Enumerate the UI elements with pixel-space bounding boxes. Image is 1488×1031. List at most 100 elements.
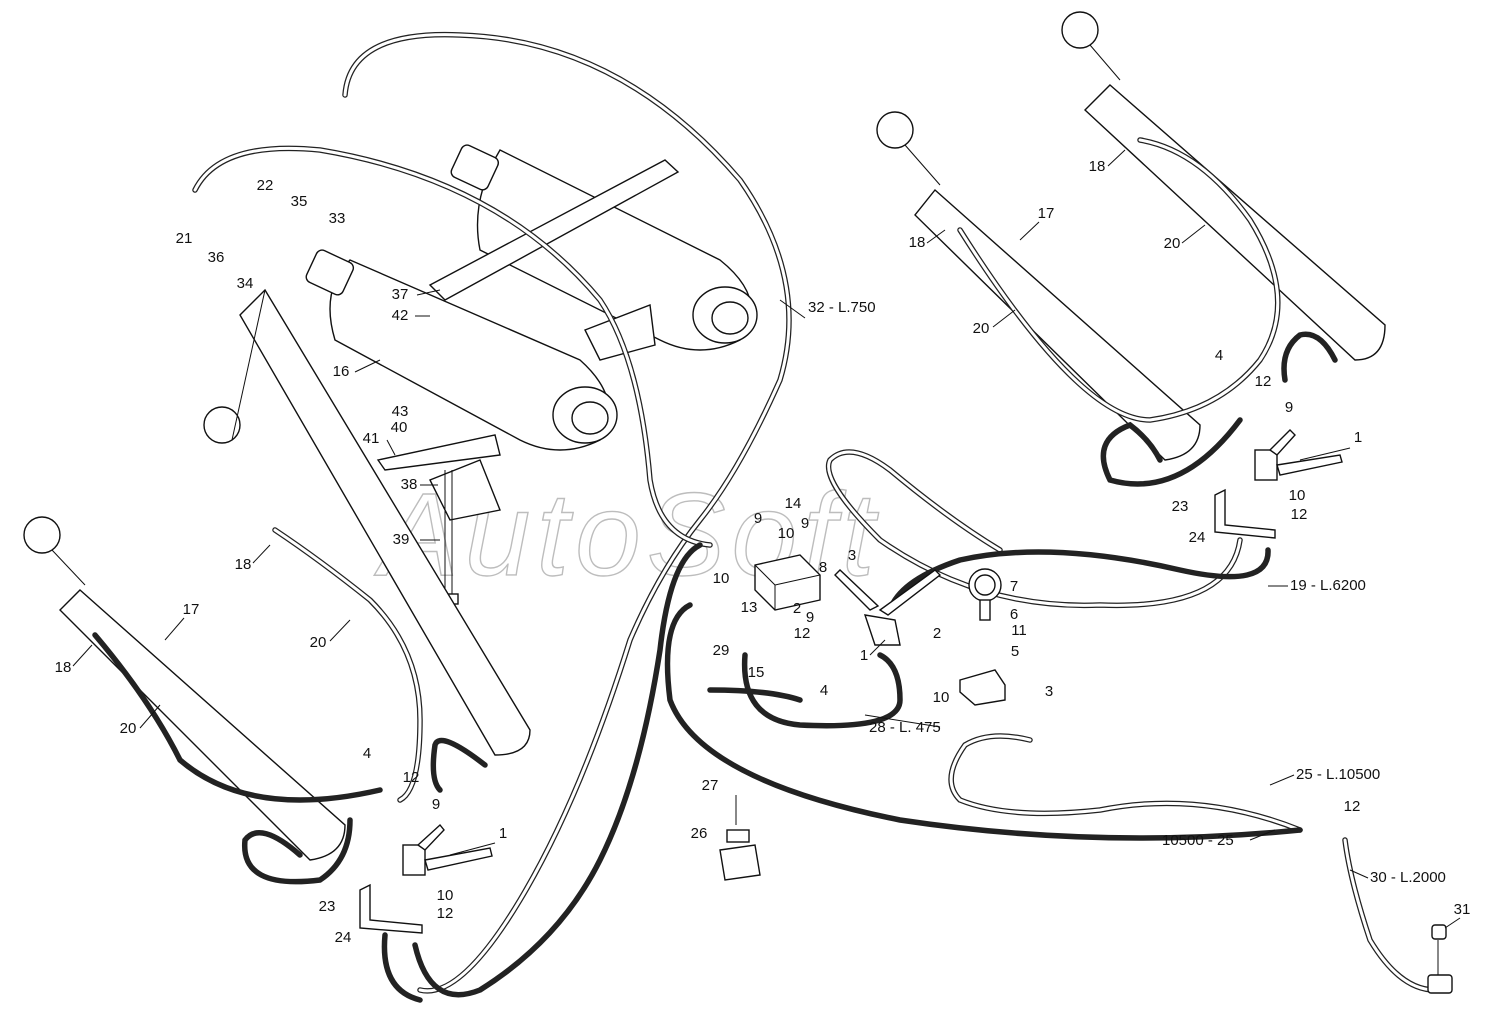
tank-mounting-bracket	[376, 159, 680, 605]
part-callout-12: 12	[1255, 373, 1272, 390]
part-callout-10: 10	[713, 570, 730, 587]
part-callout-9: 9	[754, 510, 762, 527]
mounting-bracket-left	[359, 883, 423, 934]
part-callout-6: 6	[1010, 606, 1018, 623]
part-callout-24: 24	[1189, 529, 1206, 546]
hose-length-callout: 28 - L. 475	[869, 719, 941, 736]
part-callout-7: 7	[1010, 578, 1018, 595]
part-callout-21: 21	[176, 230, 193, 247]
part-callout-17: 17	[1038, 205, 1055, 222]
hose-length-value: L. 475	[899, 719, 941, 736]
part-callout-31: 31	[1454, 901, 1471, 918]
part-callout-40: 40	[391, 419, 408, 436]
part-callout-18: 18	[235, 556, 252, 573]
hose-part-number: 19 -	[1290, 577, 1320, 594]
part-callout-12: 12	[437, 905, 454, 922]
part-callout-12: 12	[794, 625, 811, 642]
part-callout-35: 35	[291, 193, 308, 210]
part-callout-23: 23	[1172, 498, 1189, 515]
part-callout-20: 20	[310, 634, 327, 651]
part-callout-34: 34	[237, 275, 254, 292]
part-callout-36: 36	[208, 249, 225, 266]
part-callout-5: 5	[1011, 643, 1019, 660]
part-callout-39: 39	[393, 531, 410, 548]
part-callout-33: 33	[329, 210, 346, 227]
part-callout-13: 13	[741, 599, 758, 616]
hose-length-callout: 10500 - 25	[1162, 832, 1234, 849]
part-callout-11: 11	[1011, 622, 1027, 639]
hose-part-number: 28 -	[869, 719, 899, 736]
part-callout-3: 3	[848, 547, 856, 564]
part-callout-18: 18	[1089, 158, 1106, 175]
part-callout-4: 4	[820, 682, 828, 699]
part-callout-2: 2	[793, 600, 801, 617]
part-callout-4: 4	[1215, 347, 1223, 364]
hydraulic-cylinder-top-right	[1061, 11, 1386, 361]
part-callout-29: 29	[713, 642, 730, 659]
part-callout-26: 26	[691, 825, 708, 842]
mounting-bracket-right	[1214, 488, 1276, 539]
hose-part-number: - 25	[1204, 832, 1234, 849]
hose-part-number: 32 -	[808, 299, 838, 316]
leader-lines	[72, 149, 1461, 929]
hose-length-value: L.2000	[1400, 869, 1446, 886]
hose-length-callout: 30 - L.2000	[1370, 869, 1446, 886]
ball-valve-central	[834, 569, 942, 646]
part-callout-18: 18	[55, 659, 72, 676]
hose-length-callout: 25 - L.10500	[1296, 766, 1380, 783]
part-callout-3: 3	[1045, 683, 1053, 700]
part-callout-12: 12	[403, 769, 420, 786]
part-callout-10: 10	[1289, 487, 1306, 504]
hydraulic-cylinder-top-middle	[876, 111, 1201, 461]
accumulator-tank-front	[305, 249, 618, 451]
part-callout-10: 10	[933, 689, 950, 706]
accumulator-tank-rear	[450, 144, 758, 351]
hose-clamp	[719, 795, 761, 881]
part-callout-4: 4	[363, 745, 371, 762]
hose-length-labels: 32 - L.750 19 - L.6200 28 - L. 475 25 - L.1…	[808, 299, 1446, 886]
part-callout-20: 20	[973, 320, 990, 337]
hose-length-callout: 32 - L.750	[808, 299, 876, 316]
part-callout-2: 2	[933, 625, 941, 642]
pressure-gauge	[968, 568, 1002, 621]
central-valve-block	[754, 554, 821, 611]
hose-length-value: L.6200	[1320, 577, 1366, 594]
hose-length-value: L.10500	[1326, 766, 1380, 783]
part-callout-9: 9	[801, 515, 809, 532]
ball-valve-left	[402, 823, 493, 876]
part-callout-38: 38	[401, 476, 418, 493]
part-callout-9: 9	[432, 796, 440, 813]
part-callout-17: 17	[183, 601, 200, 618]
part-callout-24: 24	[335, 929, 352, 946]
part-callout-37: 37	[392, 286, 409, 303]
hose-length-callout: 19 - L.6200	[1290, 577, 1366, 594]
part-callout-20: 20	[120, 720, 137, 737]
part-callout-1: 1	[499, 825, 507, 842]
part-callout-27: 27	[702, 777, 719, 794]
part-callout-15: 15	[748, 664, 765, 681]
hose-length-value: 10500	[1162, 832, 1204, 849]
hose-lines	[92, 31, 1438, 1003]
part-callout-9: 9	[1285, 399, 1293, 416]
hose-part-number: 25 -	[1296, 766, 1326, 783]
part-callout-18: 18	[909, 234, 926, 251]
part-callout-41: 41	[363, 430, 380, 447]
part-callout-10: 10	[437, 887, 454, 904]
part-callout-12: 12	[1291, 506, 1308, 523]
part-callout-9: 9	[806, 609, 814, 626]
part-callout-14: 14	[785, 495, 802, 512]
hydraulic-cylinder-left-front	[23, 516, 346, 861]
part-callout-43: 43	[392, 403, 409, 420]
hose-length-value: L.750	[838, 299, 876, 316]
distribution-valve-block	[959, 669, 1006, 706]
part-callout-22: 22	[257, 177, 274, 194]
part-callout-23: 23	[319, 898, 336, 915]
quick-coupling	[1427, 924, 1453, 994]
part-callout-12: 12	[1344, 798, 1361, 815]
hydraulic-cylinder-left-back	[203, 288, 531, 756]
ball-valve-right	[1254, 429, 1343, 481]
part-callout-8: 8	[819, 559, 827, 576]
part-callout-20: 20	[1164, 235, 1181, 252]
